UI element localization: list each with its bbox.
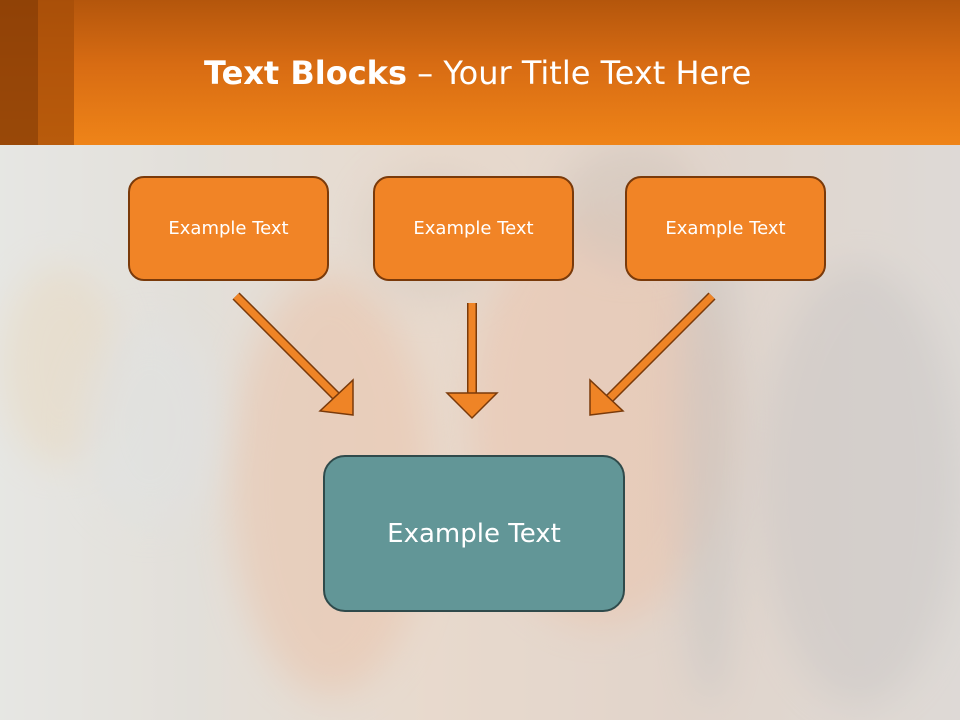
text-block-right-label: Example Text [665,218,786,239]
slide-title[interactable]: Text Blocks – Your Title Text Here [204,54,751,92]
text-block-center[interactable]: Example Text [373,176,574,281]
title-bold: Text Blocks [204,54,407,92]
text-block-left[interactable]: Example Text [128,176,329,281]
title-dash: – [407,54,444,92]
title-bar: Text Blocks – Your Title Text Here [0,0,960,145]
text-block-right[interactable]: Example Text [625,176,826,281]
text-block-left-label: Example Text [168,218,289,239]
header-accent-strip [0,0,38,145]
header-accent-strip-light [38,0,74,145]
text-block-main-label: Example Text [387,518,561,549]
text-block-center-label: Example Text [413,218,534,239]
title-text: Your Title Text Here [443,54,752,92]
text-block-main[interactable]: Example Text [323,455,625,612]
